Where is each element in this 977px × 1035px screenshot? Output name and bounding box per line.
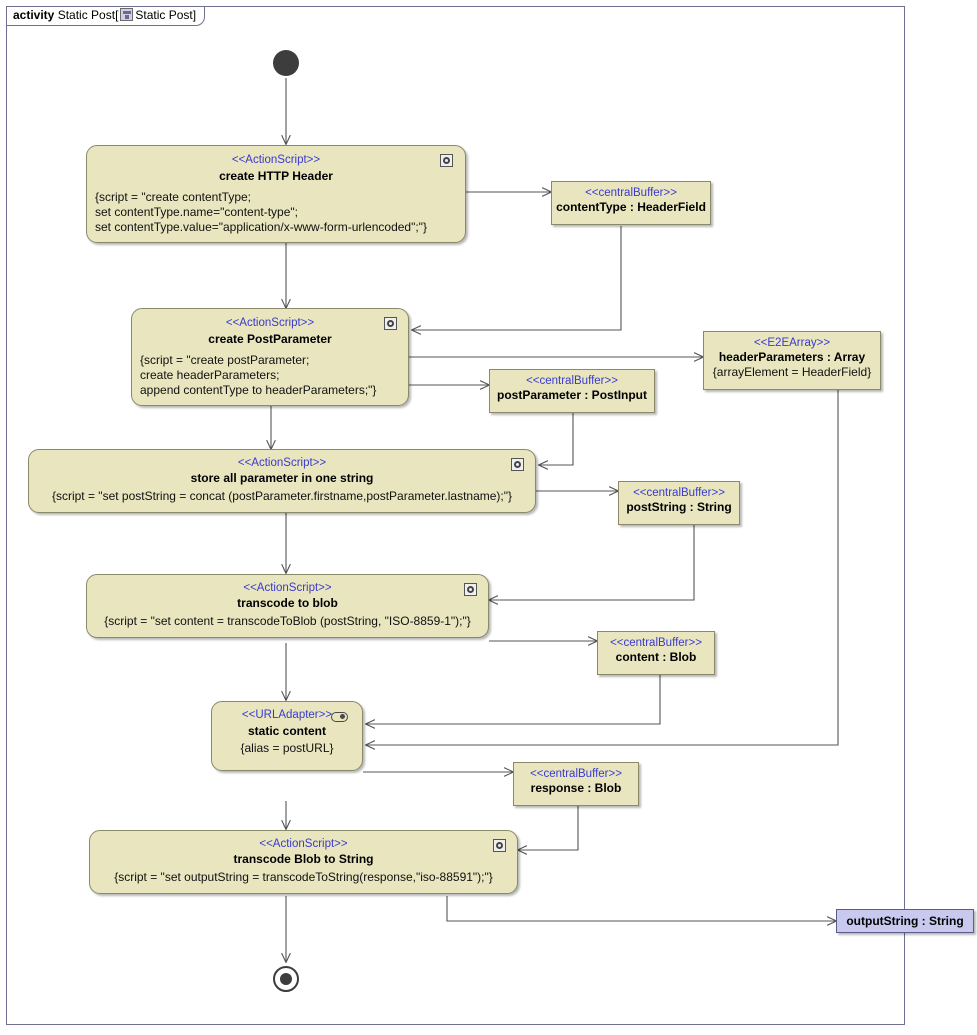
script-badge-icon <box>384 317 397 330</box>
activity-frame <box>6 6 905 1025</box>
action-node-create-postparameter[interactable]: <<ActionScript>> create PostParameter {s… <box>131 308 409 406</box>
node-stereotype: <<ActionScript>> <box>237 457 327 469</box>
node-tag: {arrayElement = HeaderField} <box>712 365 872 379</box>
adapter-node-static-content[interactable]: <<URLAdapter>> static content {alias = p… <box>211 701 363 771</box>
node-script-body: {script = "create postParameter; create … <box>140 353 377 397</box>
node-stereotype: <<E2EArray>> <box>753 337 831 349</box>
edge-response-to-transcodestring <box>518 804 579 850</box>
node-name: postParameter : PostInput <box>496 388 648 402</box>
frame-inner-name: Static Post <box>135 8 193 22</box>
node-stereotype: <<ActionScript>> <box>225 317 315 329</box>
edge-transcodestring-to-outputstring <box>446 896 836 921</box>
node-name: transcode to blob <box>237 596 338 610</box>
edge-postparameterbuf-to-store <box>539 412 574 465</box>
node-name: create PostParameter <box>208 332 332 346</box>
frame-keyword: activity <box>13 8 55 22</box>
node-name: content : Blob <box>615 650 697 664</box>
node-stereotype: <<ActionScript>> <box>231 154 321 166</box>
node-stereotype: <<ActionScript>> <box>259 838 348 850</box>
node-name: static content <box>247 724 326 738</box>
activity-frame-label: activity Static Post[Static Post] <box>6 6 206 26</box>
buffer-node-headerparameters[interactable]: <<E2EArray>> headerParameters : Array {a… <box>703 331 881 390</box>
edge-headerparameters-to-staticcontent <box>366 389 839 745</box>
frame-name: Static Post <box>57 8 116 22</box>
frame-bracket-open: [ <box>115 8 119 22</box>
edge-contenttype-to-postparameter <box>412 226 622 330</box>
action-node-transcode-to-blob[interactable]: <<ActionScript>> transcode to blob {scri… <box>86 574 489 638</box>
node-stereotype: <<ActionScript>> <box>243 582 332 594</box>
script-badge-icon <box>464 583 477 596</box>
url-adapter-badge-icon <box>331 712 348 722</box>
node-script-body: {script = "set content = transcodeToBlob… <box>104 614 471 628</box>
buffer-node-poststring[interactable]: <<centralBuffer>> postString : String <box>618 481 740 525</box>
node-name: store all parameter in one string <box>190 471 374 485</box>
script-badge-icon <box>493 839 506 852</box>
buffer-node-content[interactable]: <<centralBuffer>> content : Blob <box>597 631 715 675</box>
script-badge-icon <box>440 154 453 167</box>
action-node-store-all-parameter[interactable]: <<ActionScript>> store all parameter in … <box>28 449 536 513</box>
node-name: postString : String <box>626 500 732 514</box>
buffer-node-postparameter[interactable]: <<centralBuffer>> postParameter : PostIn… <box>489 369 655 413</box>
node-stereotype: <<centralBuffer>> <box>610 637 702 649</box>
node-script-body: {script = "set outputString = transcodeT… <box>114 870 493 884</box>
node-script-body: {script = "create contentType; set conte… <box>95 190 427 234</box>
edge-content-to-staticcontent <box>366 673 661 724</box>
node-name: create HTTP Header <box>219 169 333 183</box>
node-stereotype: <<centralBuffer>> <box>530 768 622 780</box>
initial-node[interactable] <box>273 50 299 76</box>
final-node-inner <box>280 973 292 985</box>
action-node-create-http-header[interactable]: <<ActionScript>> create HTTP Header {scr… <box>86 145 466 243</box>
node-stereotype: <<centralBuffer>> <box>585 187 677 199</box>
activity-final-node[interactable] <box>273 966 299 992</box>
node-stereotype: <<centralBuffer>> <box>633 487 725 499</box>
frame-bracket-close: ] <box>192 8 197 22</box>
node-name: headerParameters : Array <box>718 350 866 364</box>
edge-poststring-to-transcodeblob <box>489 522 695 600</box>
node-stereotype: <<URLAdapter>> <box>241 709 333 721</box>
node-name: outputString : String <box>846 914 964 928</box>
output-pin-outputstring[interactable]: outputString : String <box>836 909 974 933</box>
node-script-body: {script = "set postString = concat (post… <box>51 489 513 503</box>
node-name: transcode Blob to String <box>233 852 374 866</box>
script-badge-icon <box>511 458 524 471</box>
node-name: response : Blob <box>530 781 622 795</box>
node-name: contentType : HeaderField <box>556 200 706 214</box>
node-tag: {alias = postURL} <box>240 741 334 755</box>
action-node-transcode-blob-to-string[interactable]: <<ActionScript>> transcode Blob to Strin… <box>89 830 518 894</box>
buffer-node-response[interactable]: <<centralBuffer>> response : Blob <box>513 762 639 806</box>
buffer-node-content-type[interactable]: <<centralBuffer>> contentType : HeaderFi… <box>551 181 711 225</box>
node-stereotype: <<centralBuffer>> <box>526 375 618 387</box>
activity-diagram-icon <box>120 8 134 21</box>
